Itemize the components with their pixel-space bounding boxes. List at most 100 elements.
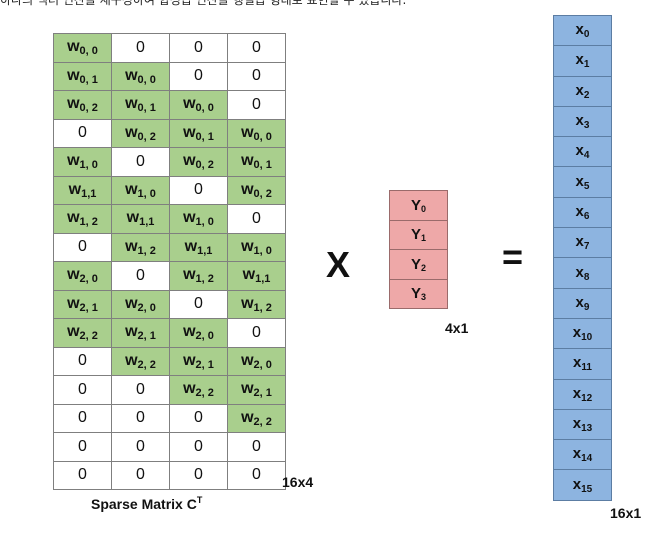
- zero-cell: 0: [227, 90, 286, 120]
- vector-x-row: x0: [553, 14, 612, 47]
- zero-cell: 0: [53, 432, 112, 462]
- x-cell: x8: [553, 257, 612, 289]
- x-cell: x6: [553, 196, 612, 229]
- weight-cell: w2, 2: [53, 318, 112, 348]
- weight-cell: w1, 0: [53, 147, 112, 177]
- vector-x-row: x13: [553, 408, 612, 441]
- weight-cell: w1, 0: [169, 204, 228, 234]
- vector-x-size-label: 16x1: [610, 505, 642, 521]
- vector-x-row: x4: [553, 136, 612, 168]
- x-cell: x15: [553, 469, 612, 501]
- zero-cell: 0: [111, 261, 170, 291]
- zero-cell: 0: [111, 403, 170, 433]
- y-cell: Y3: [389, 278, 448, 309]
- weight-cell: w1, 2: [53, 204, 112, 234]
- zero-cell: 0: [53, 403, 112, 433]
- zero-cell: 0: [169, 432, 228, 462]
- x-cell: x14: [553, 439, 612, 471]
- zero-cell: 0: [53, 232, 112, 262]
- weight-cell: w0, 1: [169, 118, 228, 148]
- weight-cell: w0, 1: [53, 61, 112, 91]
- x-cell: x10: [553, 317, 612, 350]
- zero-cell: 0: [53, 460, 112, 490]
- zero-cell: 0: [169, 61, 228, 91]
- zero-cell: 0: [111, 33, 170, 63]
- weight-cell: w2, 1: [111, 318, 170, 348]
- weight-cell: w2, 0: [227, 346, 286, 376]
- zero-cell: 0: [111, 147, 170, 177]
- vector-x-row: x15: [553, 469, 612, 501]
- weight-cell: w0, 2: [111, 118, 170, 148]
- weight-cell: w2, 0: [111, 289, 170, 319]
- zero-cell: 0: [53, 118, 112, 148]
- weight-cell: w1,1: [111, 204, 170, 234]
- vector-y-row: Y2: [389, 249, 448, 280]
- vector-x-row: x1: [553, 45, 612, 77]
- zero-cell: 0: [227, 61, 286, 91]
- vector-x-row: x9: [553, 287, 612, 319]
- x-cell: x7: [553, 227, 612, 259]
- zero-cell: 0: [227, 432, 286, 462]
- vector-y-row: Y3: [389, 278, 448, 309]
- vector-x-row: x7: [553, 227, 612, 259]
- weight-cell: w2, 2: [169, 375, 228, 405]
- weight-cell: w2, 1: [53, 289, 112, 319]
- weight-cell: w0, 2: [227, 175, 286, 205]
- weight-cell: w2, 1: [169, 346, 228, 376]
- x-cell: x13: [553, 408, 612, 441]
- weight-cell: w0, 1: [227, 147, 286, 177]
- weight-cell: w0, 0: [111, 61, 170, 91]
- weight-cell: w1,1: [227, 261, 286, 291]
- weight-cell: w1, 0: [111, 175, 170, 205]
- matrix-caption: Sparse Matrix CT: [91, 495, 202, 512]
- zero-cell: 0: [169, 460, 228, 490]
- weight-cell: w1, 0: [227, 232, 286, 262]
- weight-cell: w1, 2: [227, 289, 286, 319]
- vector-x-row: x6: [553, 196, 612, 229]
- vector-x-row: x12: [553, 378, 612, 410]
- zero-cell: 0: [169, 175, 228, 205]
- y-cell: Y0: [389, 190, 448, 221]
- matrix-caption-sup: T: [196, 495, 203, 505]
- weight-cell: w1,1: [169, 232, 228, 262]
- top-caption: 하나의 벡터 연산을 재구성하여 합성곱 연산을 행렬곱 형태로 표현할 수 있…: [0, 0, 407, 7]
- weight-cell: w2, 2: [111, 346, 170, 376]
- x-cell: x3: [553, 105, 612, 138]
- weight-cell: w0, 2: [53, 90, 112, 120]
- x-cell: x2: [553, 75, 612, 107]
- vector-y-size-label: 4x1: [445, 320, 469, 336]
- vector-x-row: x8: [553, 257, 612, 289]
- zero-cell: 0: [227, 460, 286, 490]
- zero-cell: 0: [111, 460, 170, 490]
- matrix-size-label: 16x4: [282, 474, 314, 490]
- vector-x-row: x5: [553, 166, 612, 198]
- weight-cell: w1, 2: [169, 261, 228, 291]
- zero-cell: 0: [227, 204, 286, 234]
- weight-cell: w2, 0: [169, 318, 228, 348]
- x-cell: x12: [553, 378, 612, 410]
- x-cell: x9: [553, 287, 612, 319]
- x-cell: x0: [553, 14, 612, 47]
- y-cell: Y1: [389, 219, 448, 250]
- weight-cell: w0, 1: [111, 90, 170, 120]
- weight-cell: w0, 0: [53, 33, 112, 63]
- equals-operator: =: [502, 236, 524, 277]
- x-cell: x5: [553, 166, 612, 198]
- x-cell: x11: [553, 348, 612, 380]
- zero-cell: 0: [169, 33, 228, 63]
- multiply-operator: X: [326, 244, 351, 285]
- vector-x-row: x14: [553, 439, 612, 471]
